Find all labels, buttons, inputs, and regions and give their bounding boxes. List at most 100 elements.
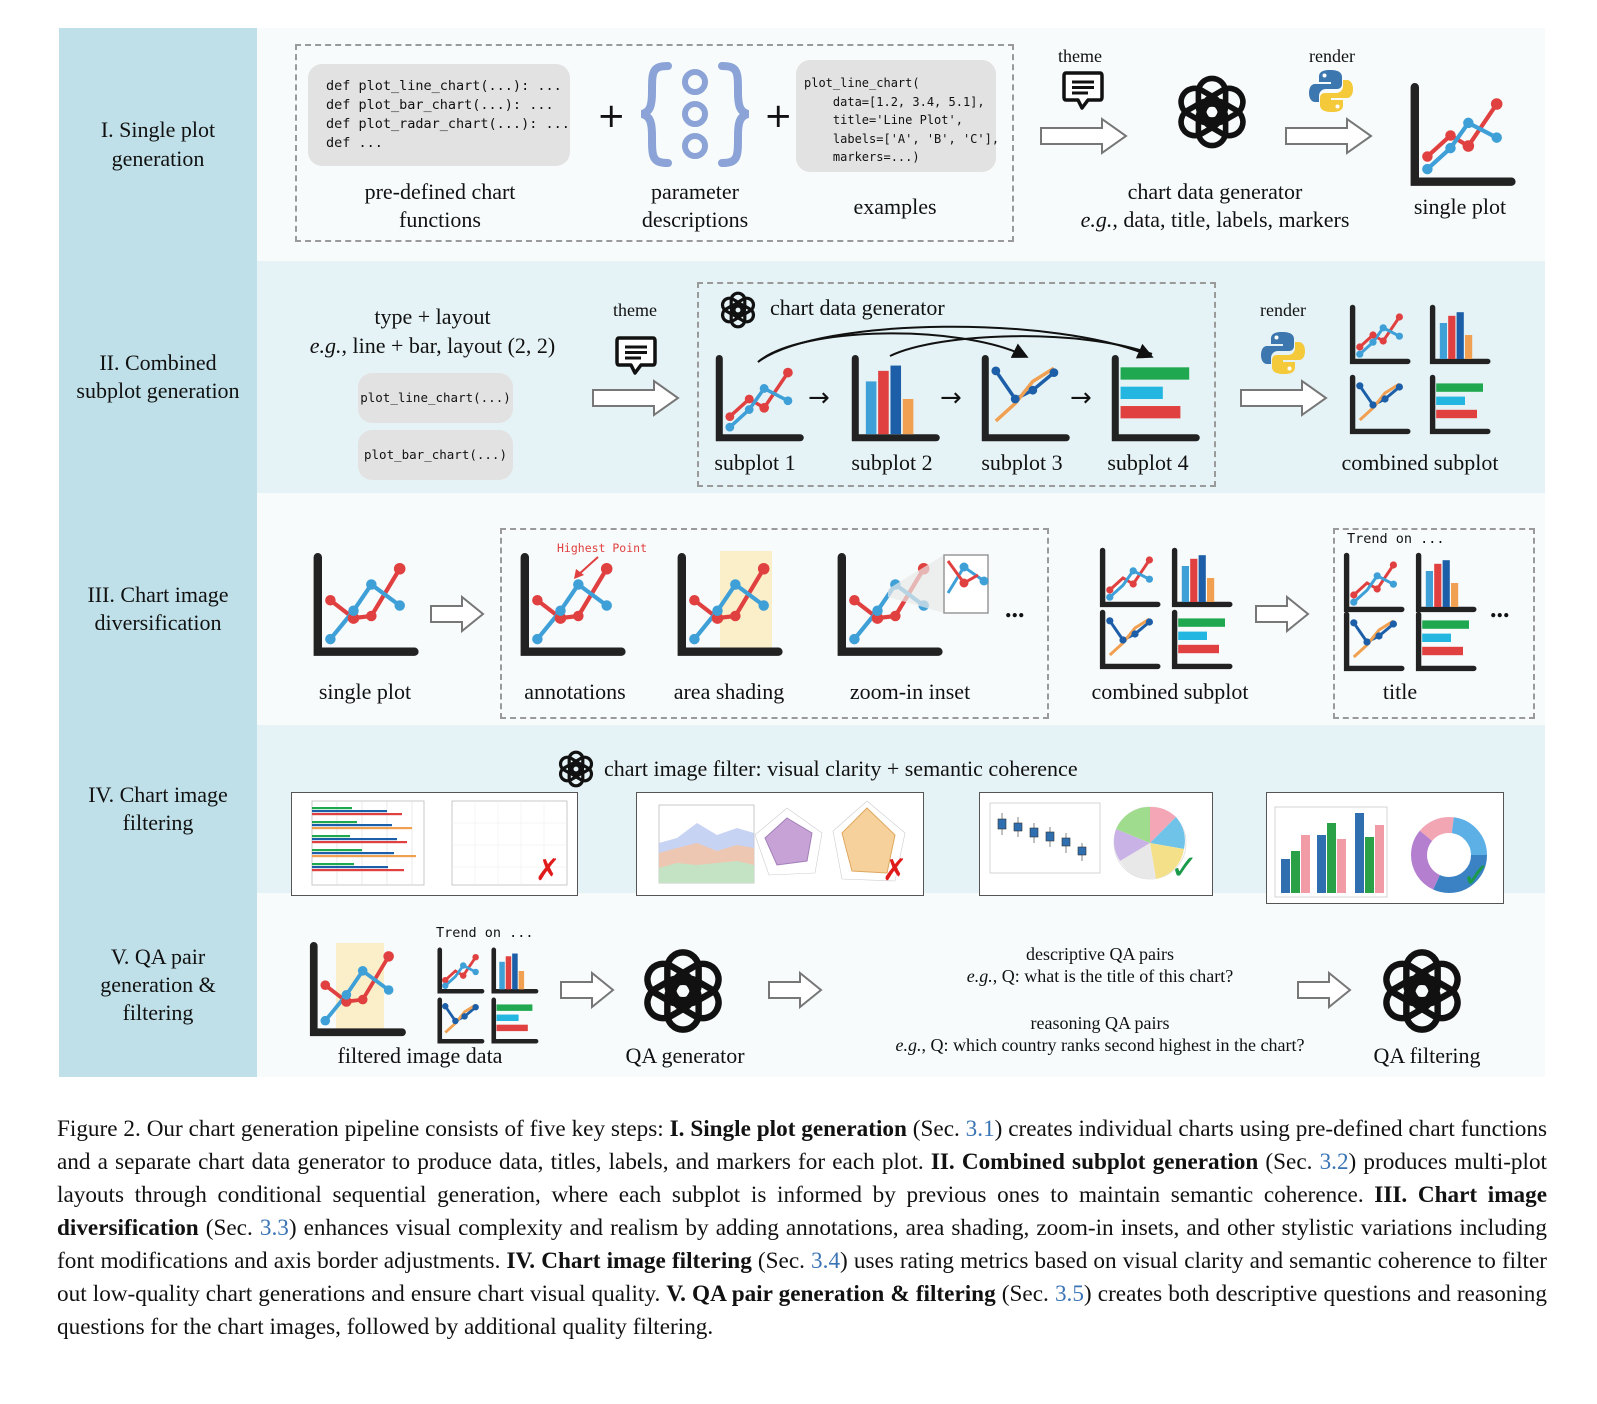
arrow-icon bbox=[1240, 379, 1328, 417]
caption-chart-data-generator: chart data generator e.g., data, title, … bbox=[1080, 179, 1350, 232]
arrow-right: → bbox=[940, 383, 962, 413]
arrow-icon bbox=[592, 379, 680, 417]
shaded-area bbox=[336, 943, 384, 1033]
arrow-icon bbox=[1285, 117, 1373, 155]
caption-zoom-in-inset: zoom-in inset bbox=[849, 679, 971, 704]
ref-link[interactable]: 3.1 bbox=[965, 1116, 995, 1142]
reject-cross-icon: ✗ bbox=[535, 853, 561, 888]
line-chart-icon bbox=[715, 355, 804, 442]
speech-bubble-icon bbox=[1062, 71, 1104, 110]
arrow-right: → bbox=[808, 383, 830, 413]
plus-sign: + bbox=[597, 96, 626, 136]
generator-title: chart data generator bbox=[770, 295, 945, 320]
chart-functions-code: def plot_line_chart(...): ... def plot_b… bbox=[308, 64, 570, 166]
reasoning-qa-pairs: reasoning QA pairs e.g., Q: which countr… bbox=[895, 1013, 1305, 1055]
trend-title-text: Trend on ... bbox=[436, 925, 534, 941]
trend-title-text: Trend on ... bbox=[1347, 531, 1445, 547]
line-chart-icon bbox=[1349, 304, 1411, 365]
label-column bbox=[59, 28, 257, 1077]
caption-single-plot: single plot bbox=[1413, 194, 1507, 219]
row-label-4: IV. Chart image filtering bbox=[88, 781, 228, 835]
line-chart-icon bbox=[1410, 83, 1516, 186]
openai-logo-icon bbox=[1383, 949, 1461, 1033]
caption-parameters: parameter descriptions bbox=[641, 179, 749, 232]
caption-single-plot: single plot bbox=[318, 679, 412, 704]
bar-chart-icon bbox=[851, 355, 940, 442]
caption-subplot-1: subplot 1 bbox=[714, 450, 796, 475]
filter-label: chart image filter: visual clarity + sem… bbox=[604, 756, 1078, 781]
arrow-icon bbox=[1255, 594, 1310, 634]
caption-subplot-4: subplot 4 bbox=[1107, 450, 1189, 475]
line-chart-icon bbox=[1349, 374, 1411, 435]
line-chart-icon bbox=[1343, 611, 1405, 672]
ellipsis: ... bbox=[1005, 594, 1025, 623]
descriptive-qa-pairs: descriptive QA pairs e.g., Q: what is th… bbox=[966, 944, 1234, 986]
openai-logo-icon bbox=[1178, 75, 1246, 149]
code-bar-chart: plot_bar_chart(...) bbox=[358, 430, 513, 480]
line-chart-icon bbox=[437, 947, 485, 994]
accept-check-icon: ✓ bbox=[1462, 856, 1491, 896]
openai-logo-icon bbox=[558, 750, 594, 788]
caption-qa-filtering: QA filtering bbox=[1373, 1043, 1481, 1068]
caption-filtered-image-data: filtered image data bbox=[337, 1043, 503, 1068]
python-logo-icon bbox=[1261, 332, 1305, 374]
line-chart-icon bbox=[313, 553, 419, 656]
example-code: plot_line_chart( data=[1.2, 3.4, 5.1], t… bbox=[796, 60, 999, 172]
line-chart-icon bbox=[981, 355, 1070, 442]
caption-combined-subplot: combined subplot bbox=[1341, 450, 1499, 475]
ref-link[interactable]: 3.5 bbox=[1054, 1281, 1084, 1307]
chart-thumbnail-1 bbox=[291, 792, 578, 896]
row-label-1: I. Single plot generation bbox=[100, 117, 216, 171]
ellipsis: ... bbox=[1490, 594, 1510, 623]
ref-link[interactable]: 3.4 bbox=[811, 1248, 841, 1274]
arrow-icon bbox=[560, 970, 615, 1010]
reject-cross-icon: ✗ bbox=[882, 853, 908, 888]
bar-chart-icon bbox=[1171, 547, 1233, 608]
openai-logo-icon bbox=[720, 291, 756, 329]
row-label-5: V. QA pair generation & filtering bbox=[100, 943, 216, 1026]
caption-title: title bbox=[1382, 679, 1418, 704]
theme-label: theme bbox=[613, 300, 657, 320]
row-label-3: III. Chart image diversification bbox=[87, 581, 229, 635]
line-chart-icon bbox=[1099, 547, 1161, 608]
chart-thumbnail-2 bbox=[636, 792, 924, 896]
line-chart-icon bbox=[677, 553, 783, 656]
annotation-arrow bbox=[574, 556, 599, 579]
caption-annotations: annotations bbox=[524, 679, 626, 704]
arrow-icon bbox=[768, 970, 823, 1010]
bar-chart-icon bbox=[491, 947, 539, 994]
curly-braces-icon bbox=[640, 62, 750, 167]
caption-chart-functions: pre-defined chart functions bbox=[364, 179, 516, 232]
hbar-chart-icon bbox=[1429, 374, 1491, 435]
title-dashed-box bbox=[1333, 528, 1535, 719]
arrow-icon bbox=[1297, 970, 1352, 1010]
chart-thumbnail-3 bbox=[979, 792, 1213, 896]
theme-label: theme bbox=[1058, 46, 1102, 66]
ref-link[interactable]: 3.2 bbox=[1319, 1149, 1349, 1175]
caption-examples: examples bbox=[853, 194, 937, 219]
bar-chart-icon bbox=[1415, 552, 1477, 613]
figure-caption: Figure 2. Our chart generation pipeline … bbox=[57, 1116, 1548, 1340]
caption-combined-subplot: combined subplot bbox=[1091, 679, 1249, 704]
row-label-2: II. Combined subplot generation bbox=[76, 349, 240, 403]
bar-chart-icon bbox=[1429, 304, 1491, 365]
caption-subplot-3: subplot 3 bbox=[981, 450, 1063, 475]
highest-point-annotation: Highest Point bbox=[557, 541, 648, 555]
ref-link[interactable]: 3.3 bbox=[259, 1215, 289, 1241]
hbar-chart-icon bbox=[491, 997, 539, 1044]
openai-logo-icon bbox=[644, 949, 722, 1033]
hbar-chart-icon bbox=[1111, 355, 1200, 442]
inputs-dashed-box bbox=[295, 44, 1014, 242]
accept-check-icon: ✓ bbox=[1170, 848, 1199, 888]
chart-thumbnail-4 bbox=[1266, 792, 1504, 904]
dependency-arcs bbox=[757, 325, 1154, 363]
generator-dashed-box bbox=[697, 282, 1216, 487]
type-layout-text: type + layout e.g., line + bar, layout (… bbox=[309, 304, 556, 358]
code-line-chart: plot_line_chart(...) bbox=[358, 373, 513, 423]
arrow-icon bbox=[1040, 117, 1128, 155]
caption-subplot-2: subplot 2 bbox=[851, 450, 933, 475]
arrow-right: → bbox=[1070, 383, 1092, 413]
line-chart-icon bbox=[1343, 552, 1405, 613]
line-chart-icon bbox=[437, 997, 485, 1044]
arrow-icon bbox=[430, 594, 485, 634]
